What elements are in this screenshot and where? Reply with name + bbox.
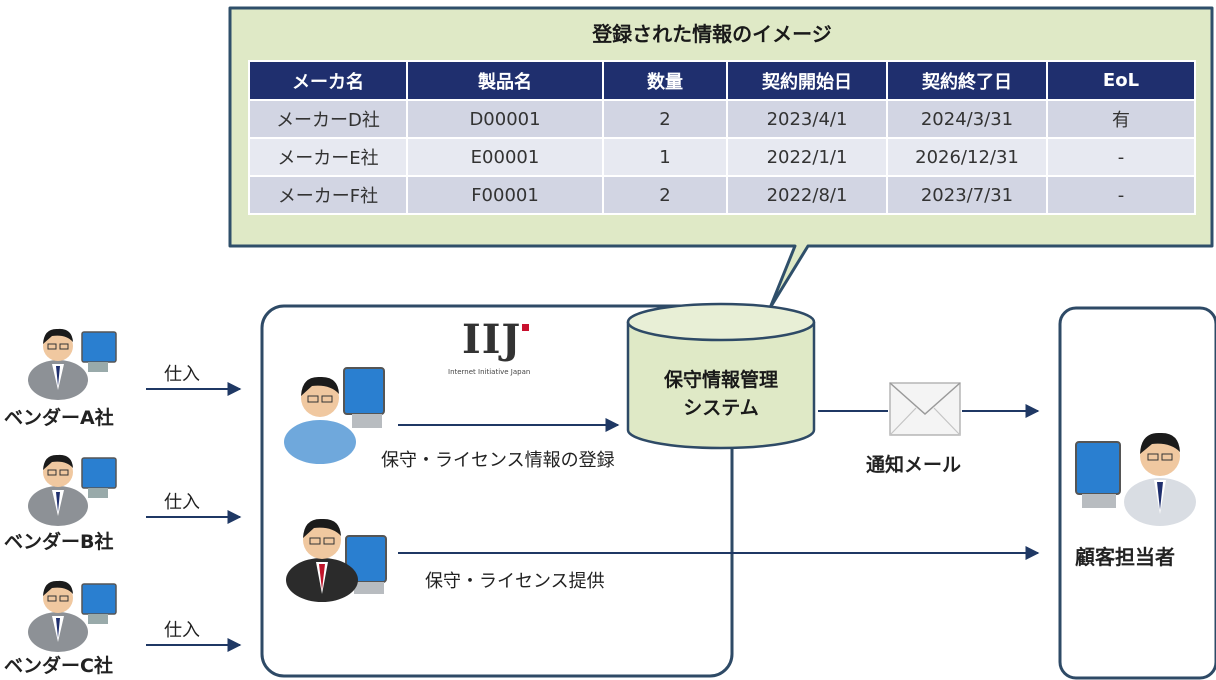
database-cylinder [626,302,816,450]
vendor-c-person-icon [28,580,117,652]
callout-title: 登録された情報のイメージ [592,22,832,46]
customer-box [1058,306,1216,680]
cell-quantity: 2 [602,99,728,139]
table-header-row: メーカ名 製品名 数量 契約開始日 契約終了日 EoL [248,60,1196,101]
notification-mail-label: 通知メール [866,454,962,476]
table-row: メーカーE社 E00001 1 2022/1/1 2026/12/31 - [248,137,1196,177]
customer-label: 顧客担当者 [1075,545,1175,569]
cell-start-date: 2022/1/1 [726,137,888,177]
cell-quantity: 2 [602,175,728,215]
vendor-c-label: ベンダーC社 [4,655,113,677]
cell-eol: - [1046,175,1196,215]
iij-logo [522,324,529,331]
vendor-a-flow-label: 仕入 [164,364,200,385]
iij-logo-subtitle: Internet Initiative Japan [448,368,531,376]
cell-maker: メーカーE社 [248,137,408,177]
cell-start-date: 2023/4/1 [726,99,888,139]
table-row: メーカーD社 D00001 2 2023/4/1 2024/3/31 有 [248,99,1196,139]
cell-product: D00001 [406,99,604,139]
vendor-b-label: ベンダーB社 [4,531,114,553]
col-product: 製品名 [406,60,604,101]
table-row: メーカーF社 F00001 2 2022/8/1 2023/7/31 - [248,175,1196,215]
vendor-b-person-icon [28,454,117,526]
cell-eol: 有 [1046,99,1196,139]
col-quantity: 数量 [602,60,728,101]
col-eol: EoL [1046,60,1196,101]
cell-maker: メーカーF社 [248,175,408,215]
cell-maker: メーカーD社 [248,99,408,139]
database-label: 保守情報管理 システム [628,366,814,422]
col-end-date: 契約終了日 [886,60,1048,101]
cell-end-date: 2023/7/31 [886,175,1048,215]
cell-end-date: 2026/12/31 [886,137,1048,177]
database-label-line1: 保守情報管理 [663,369,778,391]
provide-label: 保守・ライセンス提供 [425,571,605,592]
cell-product: F00001 [406,175,604,215]
vendor-a-label: ベンダーA社 [4,407,114,429]
registered-info-table: メーカ名 製品名 数量 契約開始日 契約終了日 EoL メーカーD社 D0000… [248,60,1196,215]
cell-start-date: 2022/8/1 [726,175,888,215]
vendor-a-person-icon [28,328,117,400]
col-maker: メーカ名 [248,60,408,101]
vendor-b-flow-label: 仕入 [164,492,200,513]
cell-eol: - [1046,137,1196,177]
envelope-icon [889,382,961,436]
cell-end-date: 2024/3/31 [886,99,1048,139]
cell-product: E00001 [406,137,604,177]
center-box [260,304,734,678]
vendor-c-flow-label: 仕入 [164,620,200,641]
cell-quantity: 1 [602,137,728,177]
col-start-date: 契約開始日 [726,60,888,101]
iij-logo-text: IIJ [462,316,522,363]
customer-person-icon [1075,432,1196,526]
register-label: 保守・ライセンス情報の登録 [381,450,615,471]
provider-staff-icon [286,518,387,602]
registration-staff-icon [284,367,385,464]
database-label-line2: システム [683,397,759,419]
